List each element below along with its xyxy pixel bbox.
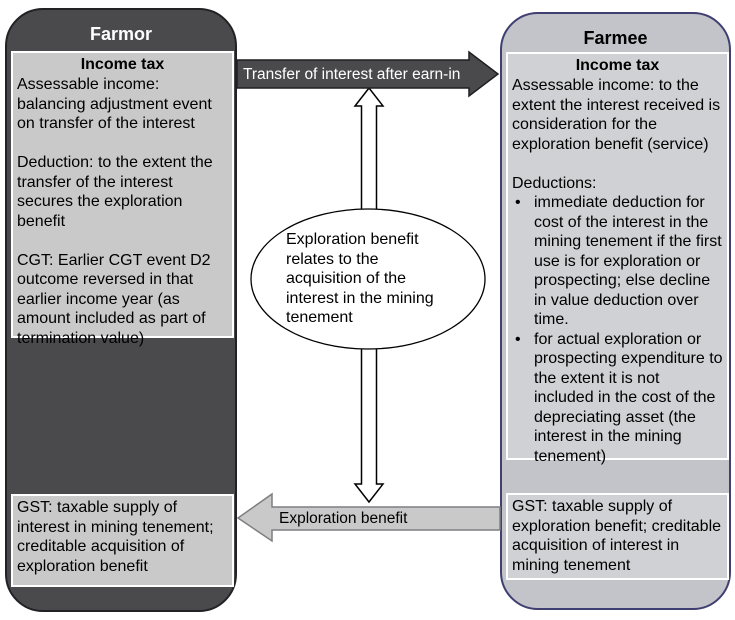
- farmor-deduction-text: Deduction: to the extent the transfer of…: [17, 154, 213, 230]
- farmee-assessable-income-text: Assessable income: to the extent the int…: [512, 77, 721, 153]
- farmor-title: Farmor: [89, 24, 152, 44]
- farmee-income-tax-box: Income tax Assessable income: to the ext…: [506, 52, 729, 465]
- list-item: • immediate deduction for cost of the in…: [512, 193, 723, 330]
- list-item: • for actual exploration or prospecting …: [512, 330, 723, 467]
- farmor-gst-box: GST: taxable supply of interest in minin…: [11, 494, 234, 587]
- bullet-icon: •: [515, 330, 521, 348]
- farmor-cgt-text: CGT: Earlier CGT event D2 outcome revers…: [17, 251, 211, 347]
- ellipse-text: Exploration benefit relates to the acqui…: [286, 231, 434, 327]
- farmor-gst-text: GST: taxable supply of interest in minin…: [17, 499, 214, 575]
- bullet-icon: •: [515, 194, 521, 211]
- farmee-gst-box: GST: taxable supply of exploration benef…: [506, 493, 729, 580]
- transfer-arrow-label: Transfer of interest after earn-in: [243, 66, 461, 83]
- farmor-container: Farmor Income tax Assessable income: bal…: [5, 8, 237, 612]
- farmor-income-tax-heading: Income tax: [80, 56, 165, 73]
- farmee-title: Farmee: [583, 28, 648, 48]
- farmee-deduction-item-1: immediate deduction for cost of the inte…: [534, 194, 722, 328]
- farmee-deductions-label: Deductions:: [512, 174, 597, 192]
- ellipse-label: Exploration benefit relates to the acqui…: [286, 211, 456, 347]
- exploration-benefit-arrow-label: Exploration benefit: [279, 510, 408, 527]
- farmor-assessable-income-text: Assessable income: balancing adjustment …: [17, 76, 212, 132]
- farmor-income-tax-box: Income tax Assessable income: balancing …: [11, 51, 234, 347]
- farmee-deductions-list: • immediate deduction for cost of the in…: [512, 193, 723, 466]
- farmee-deduction-item-2: for actual exploration or prospecting ex…: [534, 330, 723, 465]
- farmee-gst-text: GST: taxable supply of exploration benef…: [512, 498, 722, 574]
- farmee-container: Farmee Income tax Assessable income: to …: [500, 12, 731, 610]
- farmee-income-tax-heading: Income tax: [575, 57, 660, 74]
